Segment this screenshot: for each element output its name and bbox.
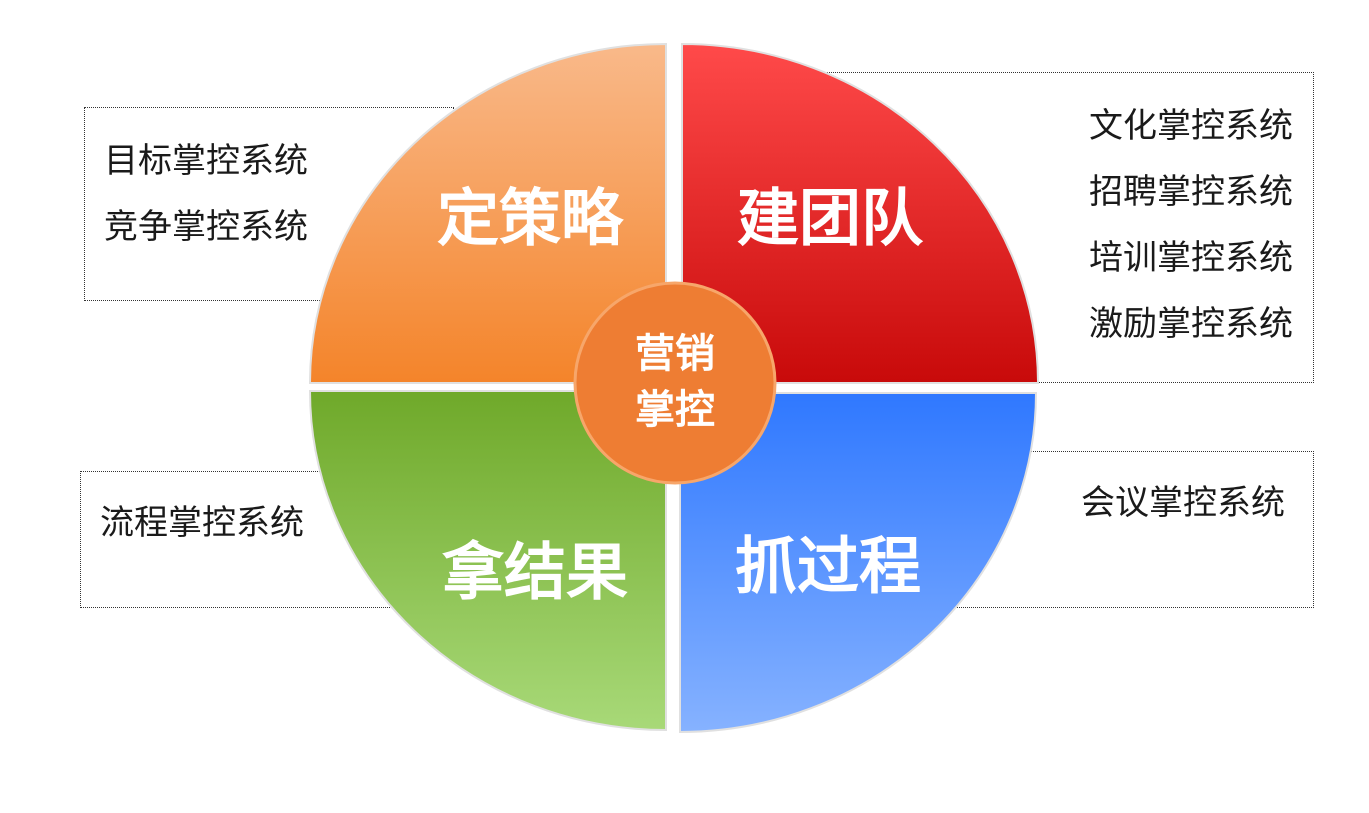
quadrant-team <box>681 42 1040 384</box>
list-item: 竞争掌控系统 <box>104 207 308 247</box>
list-item: 培训掌控系统 <box>1089 238 1293 278</box>
quadrant-strategy <box>308 42 667 384</box>
quadrant-results <box>308 390 667 732</box>
quadrant-label-process: 抓过程 <box>735 530 921 603</box>
center-label-line1: 营销 <box>635 331 715 377</box>
list-item: 流程掌控系统 <box>100 503 304 543</box>
team-systems-list: 文化掌控系统 招聘掌控系统 培训掌控系统 激励掌控系统 <box>1089 93 1293 357</box>
list-item: 激励掌控系统 <box>1089 304 1293 344</box>
process-systems-list: 会议掌控系统 <box>1081 470 1285 536</box>
strategy-systems-list: 目标掌控系统 竞争掌控系统 <box>104 128 308 260</box>
quadrant-label-results: 拿结果 <box>442 536 628 609</box>
list-item: 会议掌控系统 <box>1081 483 1285 523</box>
list-item: 目标掌控系统 <box>104 141 308 181</box>
quadrant-process <box>679 392 1038 734</box>
results-systems-list: 流程掌控系统 <box>100 490 304 556</box>
center-label-line2: 掌控 <box>635 387 715 433</box>
quadrant-label-strategy: 定策略 <box>437 182 624 255</box>
list-item: 招聘掌控系统 <box>1089 172 1293 212</box>
list-item: 文化掌控系统 <box>1089 106 1293 146</box>
center-circle <box>573 281 777 485</box>
quadrant-label-team: 建团队 <box>737 182 924 255</box>
